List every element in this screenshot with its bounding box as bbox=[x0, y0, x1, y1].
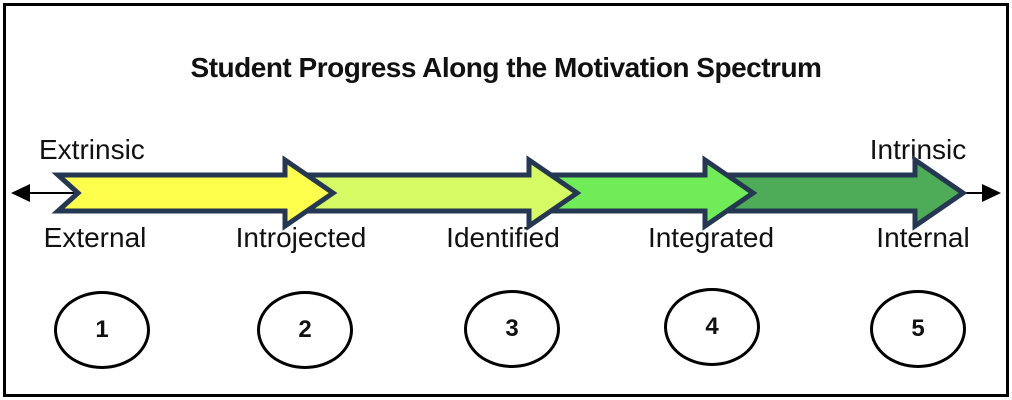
stage-label-identified: Identified bbox=[446, 222, 560, 253]
intrinsic-pole-label: Intrinsic bbox=[869, 134, 967, 165]
extrinsic-pole-label: Extrinsic bbox=[39, 134, 145, 165]
stage-number-4: 4 bbox=[705, 313, 719, 340]
stage-number-circle-5: 5 bbox=[870, 290, 966, 368]
stage-number-2: 2 bbox=[298, 316, 312, 343]
stage-number-circle-3: 3 bbox=[464, 290, 560, 368]
diagram-title: Student Progress Along the Motivation Sp… bbox=[190, 52, 822, 83]
stage-label-integrated: Integrated bbox=[647, 222, 775, 253]
stage-label-internal: Internal bbox=[876, 222, 970, 253]
stage-number-3: 3 bbox=[505, 315, 519, 342]
stage-number-5: 5 bbox=[911, 315, 925, 342]
stage-number-circle-4: 4 bbox=[664, 288, 760, 366]
stage-number-1: 1 bbox=[95, 316, 109, 343]
stage-label-introjected: Introjected bbox=[235, 222, 367, 253]
stage-label-external: External bbox=[43, 222, 147, 253]
stage-number-circle-1: 1 bbox=[54, 291, 150, 369]
stage-number-circle-2: 2 bbox=[257, 291, 353, 369]
